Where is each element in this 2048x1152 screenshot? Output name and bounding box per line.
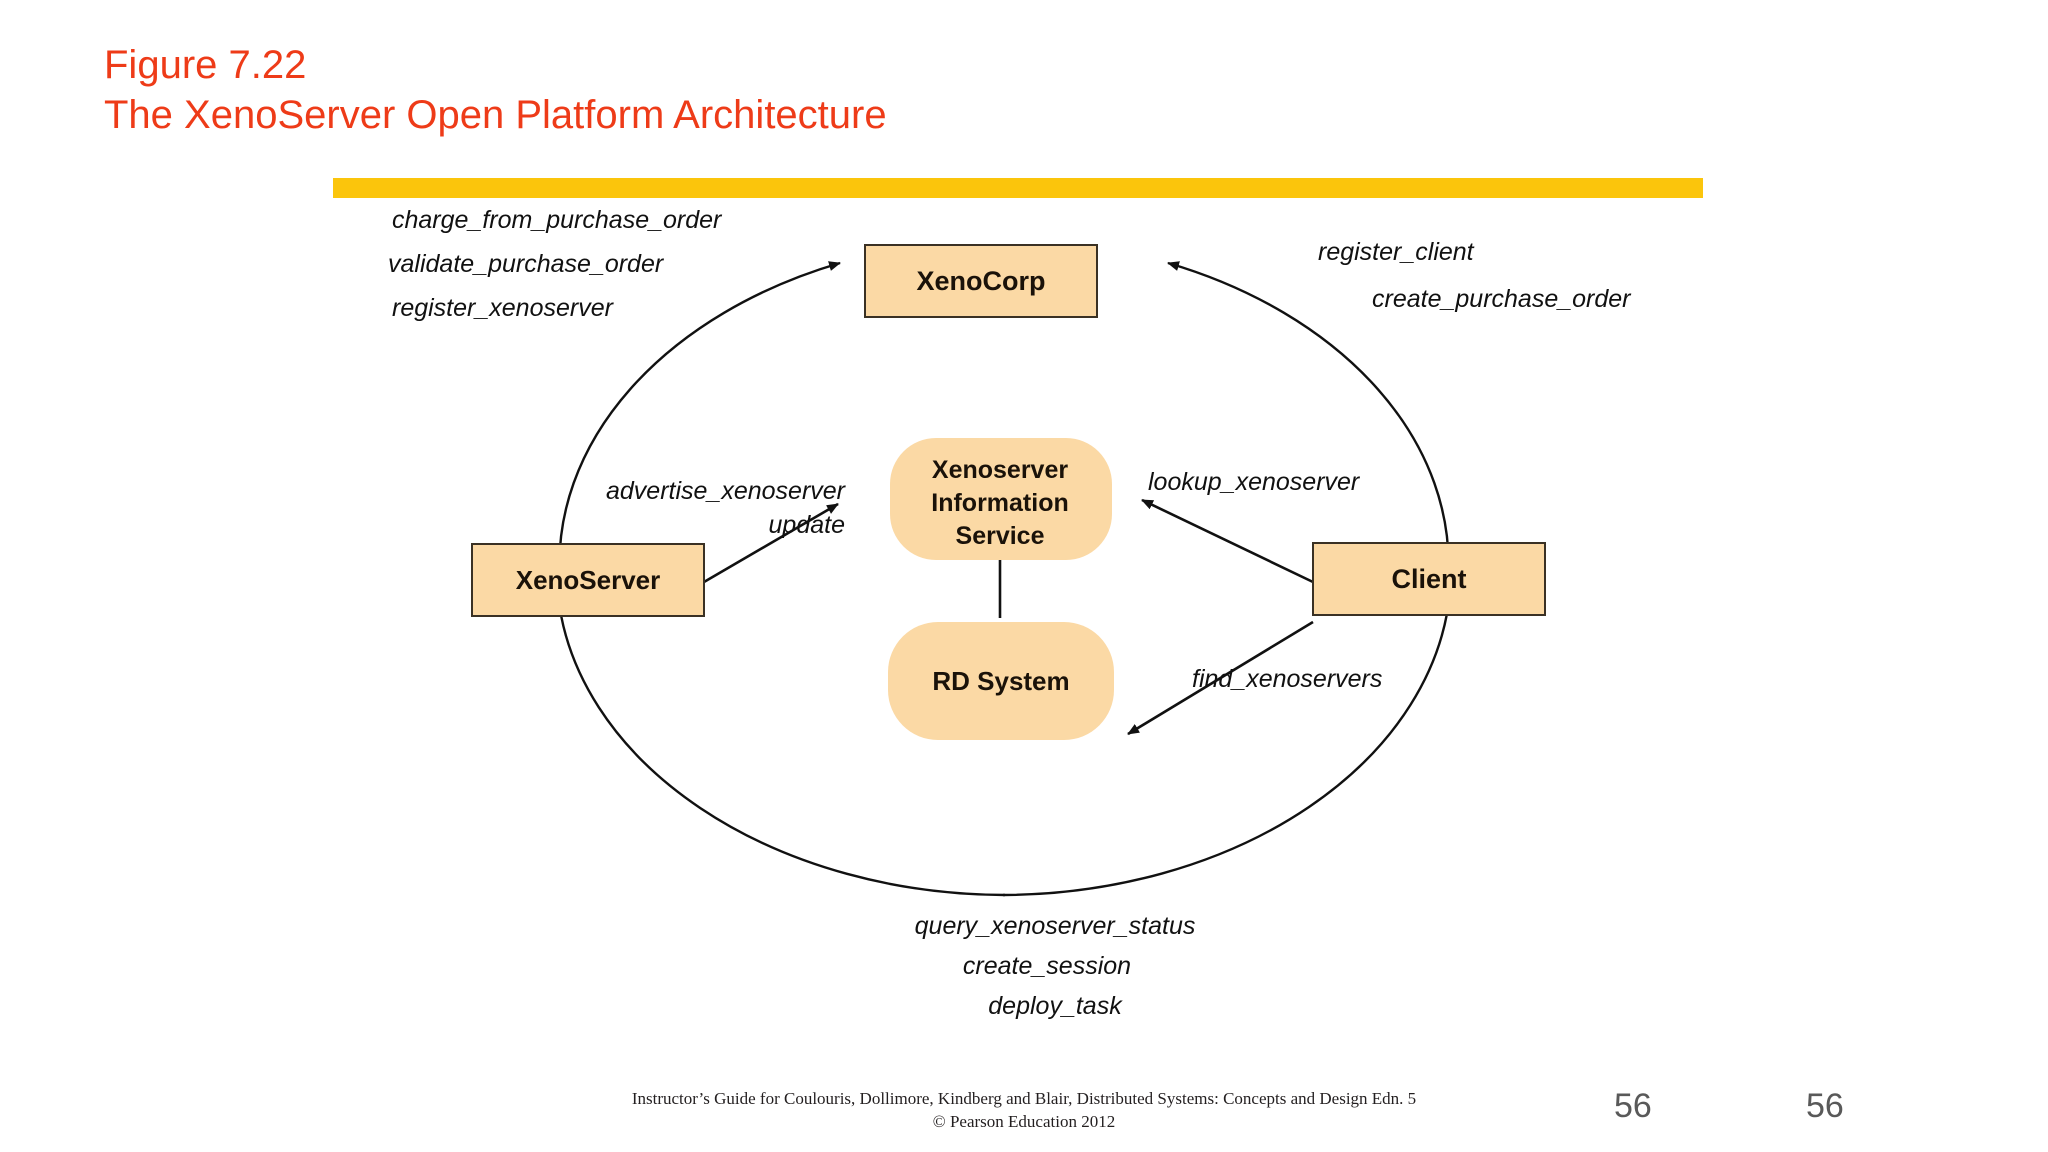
figure-number: Figure 7.22 [104, 43, 307, 87]
edge-labels: charge_from_purchase_order validate_purc… [388, 206, 1632, 1020]
node-xenoserver-information-service[interactable]: Xenoserver Information Service [890, 438, 1112, 560]
label-lookup-xenoserver: lookup_xenoserver [1148, 468, 1361, 496]
node-rd-system-label: RD System [932, 666, 1069, 696]
arc-client-to-xenocorp [1167, 261, 1450, 581]
node-xenocorp-label: XenoCorp [916, 266, 1045, 296]
arc-bottom-to-xenoserver [554, 594, 1006, 897]
figure-caption: The XenoServer Open Platform Architectur… [104, 93, 887, 137]
arc-xenoserver-to-xenocorp [558, 261, 841, 581]
xis-label-line2: Information [931, 489, 1069, 517]
label-advertise-xenoserver: advertise_xenoserver [606, 477, 847, 505]
label-find-xenoservers: find_xenoservers [1192, 665, 1382, 693]
outer-ellipse-arcs [554, 261, 1452, 897]
node-xenoserver-label: XenoServer [516, 565, 661, 595]
label-deploy-task: deploy_task [988, 992, 1123, 1020]
xis-label-line3: Service [956, 522, 1045, 550]
label-update: update [769, 511, 845, 539]
xis-label-line1: Xenoserver [932, 456, 1068, 484]
inner-arrows [703, 498, 1314, 736]
label-create-purchase-order: create_purchase_order [1372, 285, 1632, 313]
arc-client-to-bottom [1002, 591, 1452, 897]
architecture-diagram: XenoCorp XenoServer Client Xenoserver In… [0, 200, 2048, 1040]
label-register-xenoserver: register_xenoserver [392, 294, 615, 322]
node-xenoserver[interactable]: XenoServer [471, 543, 705, 617]
node-rd-system[interactable]: RD System [888, 622, 1114, 740]
label-charge-from-purchase-order: charge_from_purchase_order [392, 206, 723, 234]
label-register-client: register_client [1318, 238, 1475, 266]
node-client[interactable]: Client [1312, 542, 1546, 616]
arrow-xenoserver-to-xis [703, 502, 839, 584]
label-validate-purchase-order: validate_purchase_order [388, 250, 665, 278]
footer-line-2: © Pearson Education 2012 [932, 1111, 1116, 1131]
page-title: Figure 7.22 The XenoServer Open Platform… [104, 40, 887, 140]
arrow-client-to-xis [1141, 498, 1314, 584]
page-number-right: 56 [1806, 1087, 1844, 1125]
arrow-client-to-rd [1127, 620, 1314, 736]
label-query-xenoserver-status: query_xenoserver_status [915, 912, 1196, 940]
page-number-left: 56 [1614, 1087, 1652, 1125]
footer-line-1: Instructor’s Guide for Coulouris, Dollim… [631, 1089, 1417, 1108]
node-client-label: Client [1391, 564, 1466, 594]
node-xenocorp[interactable]: XenoCorp [864, 244, 1098, 318]
label-create-session: create_session [963, 952, 1131, 980]
accent-bar [333, 178, 1703, 198]
footer-credit: Instructor’s Guide for Coulouris, Dollim… [0, 1088, 2048, 1134]
